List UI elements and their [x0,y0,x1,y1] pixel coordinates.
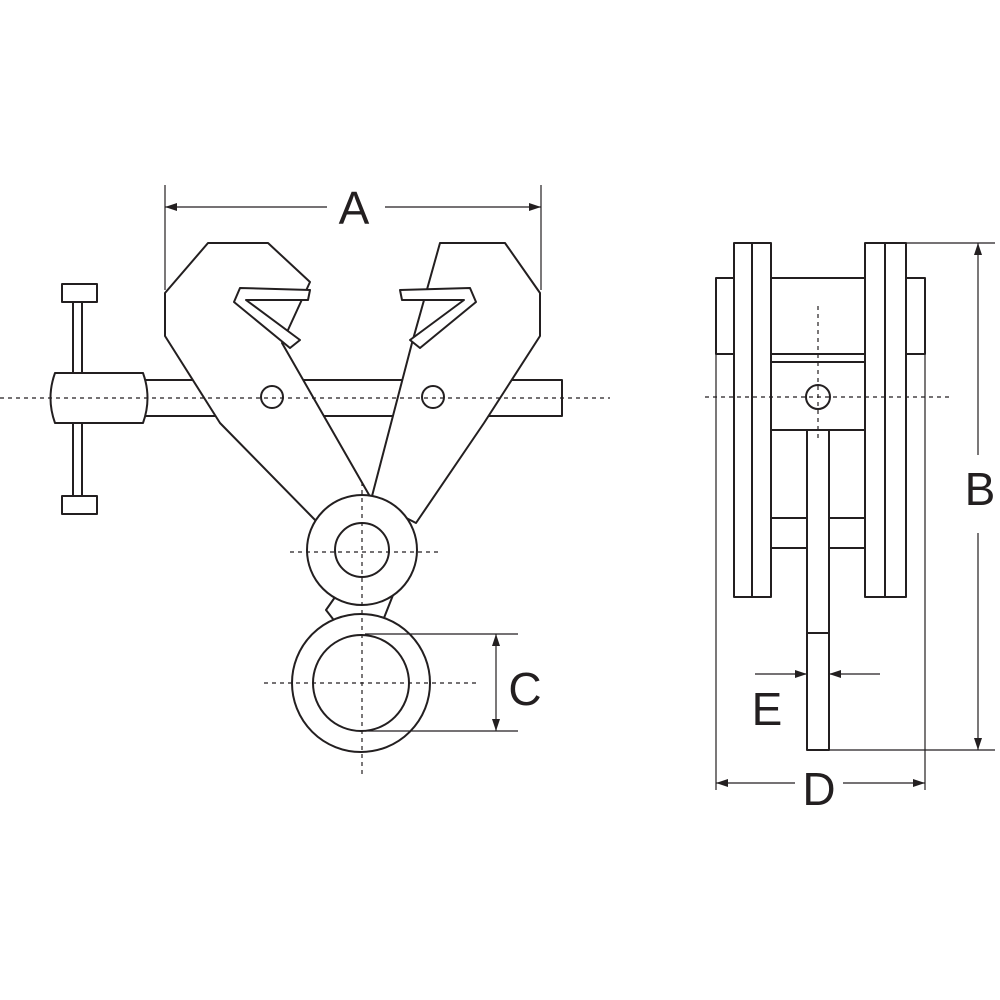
dim-b-arrow-bottom [974,738,982,750]
dim-b-arrow-top [974,243,982,255]
dimension-label-d: D [802,763,835,815]
front-view: A C [0,182,610,775]
dim-d-arrow-right [913,779,925,787]
dimension-label-b: B [965,463,996,515]
hanging-link [806,429,830,751]
right-pivot-hole [421,385,445,409]
t-handle-top-knob [61,283,98,303]
dim-a-arrow-right [529,203,541,211]
right-inner-plate [864,242,886,598]
left-inner-plate [751,242,772,598]
left-outer-plate [733,242,753,598]
dim-e-arrow-right [829,670,841,678]
right-outer-plate [884,242,907,598]
left-outer-block [715,277,735,355]
dimension-label-a: A [339,182,370,234]
left-pivot-hole [260,385,284,409]
dim-c-arrow-bottom [492,719,500,731]
t-handle-bottom-knob [61,495,98,515]
dimension-label-e: E [752,683,783,735]
dim-d-arrow-left [716,779,728,787]
dim-e-arrow-left [795,670,807,678]
dim-c-arrow-top [492,634,500,646]
dim-a-arrow-left [165,203,177,211]
right-jaw-hook [399,287,477,349]
right-outer-block [905,277,926,355]
right-jaw [370,242,541,524]
dimension-label-c: C [508,663,541,715]
side-view: B D E [705,242,996,815]
left-jaw-hook [233,287,311,349]
